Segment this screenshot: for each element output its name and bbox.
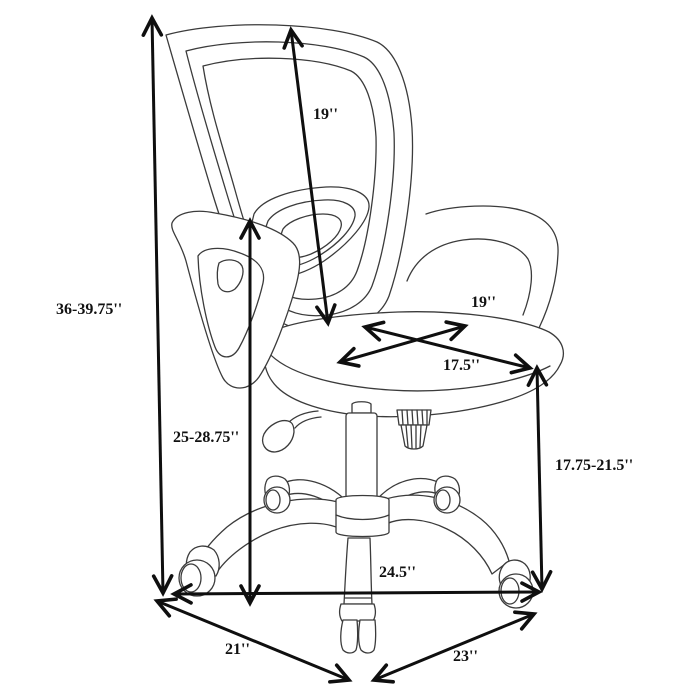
caster-wheel [433,486,461,514]
dim-arrow-base-depth-left [153,597,353,684]
caster-collar [338,603,377,622]
left-armrest-detail [216,259,244,293]
chair-base [196,477,510,605]
base-hub-collar [335,514,390,521]
caster-wheel-face [435,489,451,511]
knob-body [400,424,428,450]
base-hub [335,494,390,538]
caster-prong-left [340,619,359,654]
caster-left [178,545,220,597]
dim-arrow-floor-to-seat [526,364,553,593]
dim-label-backrest-height: 19'' [313,106,338,123]
knob-flange-ribs [401,409,428,426]
caster-wheel [178,559,216,597]
caster-rear-left [263,475,291,514]
caster-rear-right [433,475,461,514]
caster-prong-right [357,619,377,654]
seat-front-edge [267,351,551,392]
tension-knob [396,409,432,450]
dimension-arrows [141,14,553,684]
dim-label-overall-height: 36-39.75'' [56,301,123,318]
caster-wheel-face [265,489,281,511]
gas-cylinder-cap [351,401,372,414]
dim-label-floor-to-seat: 17.75-21.5'' [555,457,634,474]
dim-arrow-backrest-height [282,26,337,327]
caster-front [338,603,377,654]
right-armrest-inner [406,238,533,316]
backrest-mesh-panel [202,57,377,301]
caster-right [498,559,534,609]
dim-label-base-depth-left: 21'' [225,641,250,658]
tilt-lever-paddle [261,419,295,453]
right-armrest-outer [425,205,559,329]
caster-wheel [263,486,291,514]
dim-label-seat-depth: 17.5'' [443,357,480,374]
gas-cylinder [345,412,378,506]
chair-illustration [165,24,564,654]
dim-label-base-width: 24.5'' [379,564,416,581]
dim-arrow-base-width [170,581,543,605]
dim-arrow-seat-depth [361,320,534,375]
dim-label-floor-to-armrest: 25-28.75'' [173,429,240,446]
dim-arrow-base-depth-right [370,610,538,684]
backrest-inner-frame [185,41,395,317]
knob-body-ribs [405,424,422,449]
right-armrest [406,205,559,329]
dim-label-base-depth-right: 23'' [453,648,478,665]
dim-label-seat-width: 19'' [471,294,496,311]
dim-arrow-overall-height [141,14,174,597]
